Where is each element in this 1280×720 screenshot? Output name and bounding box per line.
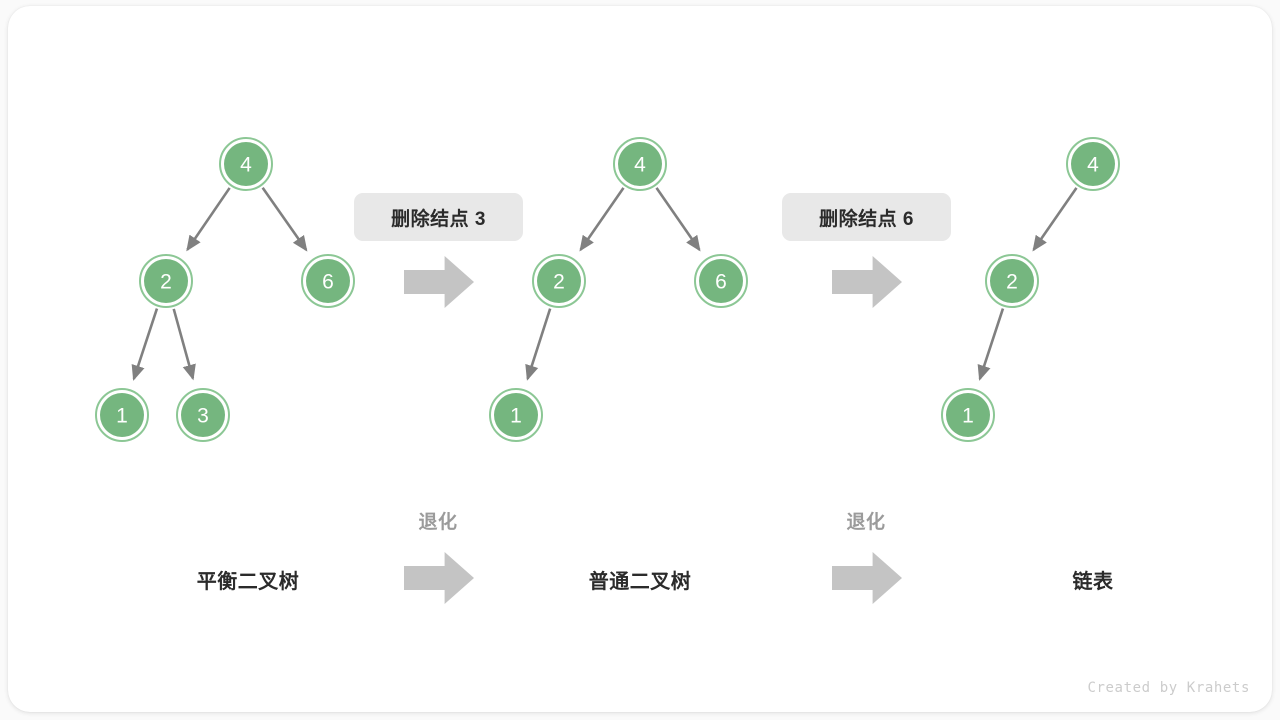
node-outer-ring <box>139 254 193 308</box>
tree-node: 2 <box>532 254 586 308</box>
tree-edge <box>186 187 231 252</box>
delete-node-6-label: 删除结点 6 <box>782 193 951 241</box>
node-value: 6 <box>715 271 727 294</box>
node-value: 4 <box>240 154 252 177</box>
stage-balanced-label: 平衡二叉树 <box>196 571 300 593</box>
node-value: 4 <box>634 154 646 177</box>
node-circle <box>224 142 268 186</box>
node-value: 2 <box>1006 271 1018 294</box>
tree-edge <box>977 308 1005 381</box>
tree-node: 1 <box>95 388 149 442</box>
delete-node-3-label: 删除结点 3 <box>354 193 523 241</box>
node-value: 4 <box>1087 154 1099 177</box>
node-outer-ring <box>176 388 230 442</box>
tree-node: 1 <box>489 388 543 442</box>
tree-edge <box>579 187 625 252</box>
transform-arrow-2-icon <box>832 256 902 308</box>
node-circle <box>100 393 144 437</box>
node-value: 1 <box>510 405 522 428</box>
node-outer-ring <box>219 137 273 191</box>
tree-node: 1 <box>941 388 995 442</box>
block-arrows-group <box>404 256 902 604</box>
tree-edge <box>655 187 701 252</box>
tree-edge <box>172 308 196 381</box>
tree-node: 2 <box>139 254 193 308</box>
node-circle <box>618 142 662 186</box>
node-value: 6 <box>322 271 334 294</box>
node-circle <box>1071 142 1115 186</box>
tree-edge <box>1032 187 1078 252</box>
node-outer-ring <box>613 137 667 191</box>
tree-node: 4 <box>1066 137 1120 191</box>
tree-edge <box>131 308 159 381</box>
node-outer-ring <box>532 254 586 308</box>
node-circle <box>990 259 1034 303</box>
tree-node: 3 <box>176 388 230 442</box>
node-outer-ring <box>941 388 995 442</box>
node-circle <box>537 259 581 303</box>
node-outer-ring <box>489 388 543 442</box>
node-outer-ring <box>694 254 748 308</box>
node-value: 1 <box>116 405 128 428</box>
degenerate-arrow-2-icon <box>832 552 902 604</box>
credit-text: Created by Krahets <box>1087 680 1250 696</box>
tree-node: 2 <box>985 254 1039 308</box>
node-value: 3 <box>197 405 209 428</box>
node-circle <box>946 393 990 437</box>
node-outer-ring <box>985 254 1039 308</box>
node-circle <box>494 393 538 437</box>
degenerate-1-label: 退化 <box>418 512 458 533</box>
tree-node: 4 <box>613 137 667 191</box>
node-value: 2 <box>160 271 172 294</box>
tree-node: 6 <box>694 254 748 308</box>
tree-edge <box>525 308 552 381</box>
node-circle <box>144 259 188 303</box>
tree-node: 6 <box>301 254 355 308</box>
degenerate-2-label: 退化 <box>846 512 886 533</box>
stage-linkedlist-label: 链表 <box>1072 571 1114 593</box>
stage-ordinary-label: 普通二叉树 <box>588 571 692 593</box>
transform-arrow-1-icon <box>404 256 474 308</box>
node-circle <box>699 259 743 303</box>
degenerate-arrow-1-icon <box>404 552 474 604</box>
diagram-card <box>8 6 1272 712</box>
tree-node: 4 <box>219 137 273 191</box>
node-value: 2 <box>553 271 565 294</box>
tree-edge <box>261 187 308 252</box>
node-outer-ring <box>301 254 355 308</box>
node-value: 1 <box>962 405 974 428</box>
tree-nodes-group: 4 2 6 1 3 4 2 6 1 4 2 1 <box>95 137 1120 442</box>
node-outer-ring <box>1066 137 1120 191</box>
node-circle <box>181 393 225 437</box>
tree-edges-group <box>131 187 1078 381</box>
node-circle <box>306 259 350 303</box>
node-outer-ring <box>95 388 149 442</box>
